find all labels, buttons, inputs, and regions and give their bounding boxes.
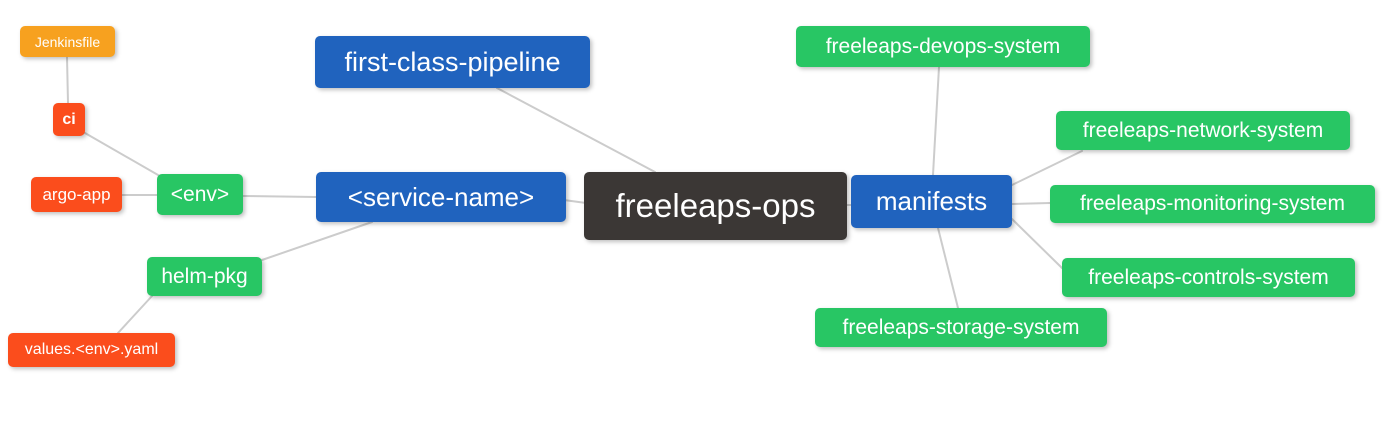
node-values-env-yaml-label: values.<env>.yaml [24,341,159,358]
node-service-name[interactable]: <service-name> [316,172,566,222]
node-service-name-label: <service-name> [347,181,535,212]
edge-jenkinsfile-ci [66,56,69,104]
node-freeleaps-devops-system-label: freeleaps-devops-system [825,34,1061,58]
node-ci-label: ci [62,110,76,128]
node-jenkinsfile-label: Jenkinsfile [34,33,101,50]
node-helm-pkg[interactable]: helm-pkg [147,257,262,296]
node-first-class-pipeline-label: first-class-pipeline [344,46,561,77]
edge-helm-pkg-service-name [261,221,373,261]
node-freeleaps-network-system[interactable]: freeleaps-network-system [1056,111,1350,150]
edge-env-service-name [242,195,317,198]
node-freeleaps-ops[interactable]: freeleaps-ops [584,172,847,240]
edge-manifests-network [1011,150,1083,186]
edge-manifests-controls [1011,218,1063,269]
node-freeleaps-controls-system[interactable]: freeleaps-controls-system [1062,258,1355,297]
edge-values-helm-pkg [117,295,153,334]
edge-manifests-devops [932,66,940,176]
node-freeleaps-storage-system[interactable]: freeleaps-storage-system [815,308,1107,347]
node-freeleaps-monitoring-system-label: freeleaps-monitoring-system [1080,192,1345,215]
node-jenkinsfile[interactable]: Jenkinsfile [20,26,115,57]
node-values-env-yaml[interactable]: values.<env>.yaml [8,333,175,367]
node-freeleaps-devops-system[interactable]: freeleaps-devops-system [796,26,1090,67]
node-env[interactable]: <env> [157,174,243,215]
node-env-label: <env> [170,182,230,206]
node-ci[interactable]: ci [53,103,85,136]
node-freeleaps-monitoring-system[interactable]: freeleaps-monitoring-system [1050,185,1375,223]
node-helm-pkg-label: helm-pkg [161,264,248,288]
node-argo-app-label: argo-app [42,184,111,204]
node-freeleaps-storage-system-label: freeleaps-storage-system [842,315,1080,339]
node-manifests[interactable]: manifests [851,175,1012,228]
node-manifests-label: manifests [875,186,988,216]
node-first-class-pipeline[interactable]: first-class-pipeline [315,36,590,88]
node-argo-app[interactable]: argo-app [31,177,122,212]
edge-first-class-pipeline-ops [496,87,656,173]
node-freeleaps-network-system-label: freeleaps-network-system [1082,118,1324,142]
edge-manifests-monitoring [1011,202,1051,205]
edge-service-name-ops [563,199,587,204]
node-freeleaps-ops-label: freeleaps-ops [615,187,816,224]
edge-ci-env [84,132,166,180]
edge-manifests-storage [937,227,959,309]
node-freeleaps-controls-system-label: freeleaps-controls-system [1088,265,1329,289]
